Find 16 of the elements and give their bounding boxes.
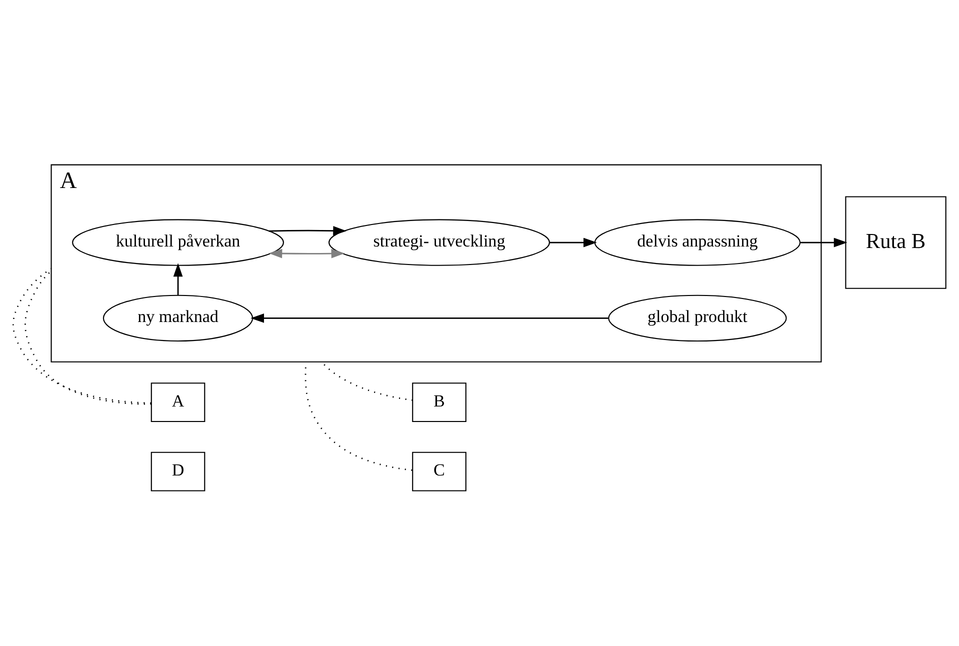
node-ellipse: strategi- utveckling	[328, 218, 550, 266]
arrow	[173, 262, 183, 295]
node-box: A	[150, 382, 206, 422]
node-ellipse: global produkt	[608, 294, 787, 342]
arrow	[250, 312, 608, 322]
node-box: D	[150, 451, 206, 491]
node-box: C	[412, 451, 466, 491]
node-box: Ruta B	[845, 196, 946, 288]
arrow	[268, 226, 347, 235]
node-ellipse: delvis anpassning	[594, 218, 801, 266]
arrow	[268, 248, 345, 258]
connector	[304, 361, 412, 470]
node-ellipse: ny marknad	[102, 294, 254, 342]
node-box: B	[412, 382, 466, 422]
arrow	[800, 237, 848, 247]
arrow	[549, 237, 597, 247]
